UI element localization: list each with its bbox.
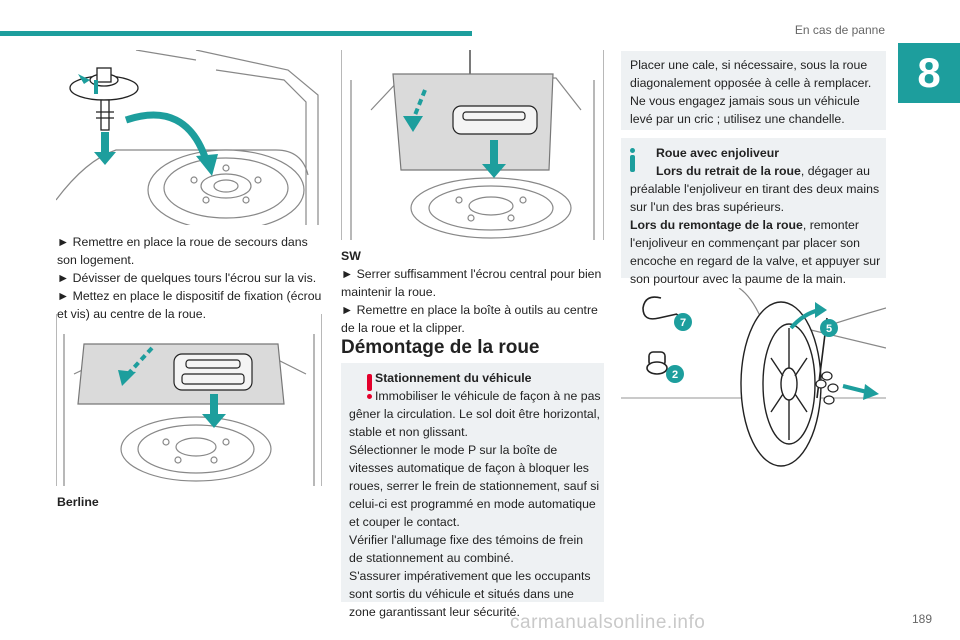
warning-line: celui-ci est programmé en mode automatiq… [349,497,596,511]
info-line: son pourtour avec la paume de la main. [630,272,847,286]
step-item: Remettre en place la boîte à outils au c… [341,301,606,337]
warning-line: de stationnement au combiné. [349,551,514,565]
info-line: sur l'un des bras supérieurs. [630,200,785,214]
warning-line: vitesses automatique de façon à bloquer … [349,461,589,475]
info-box: Roue avec enjoliveur Lors du retrait de … [621,138,886,286]
column2-steps: Serrer suffisamment l'écrou central pour… [341,265,606,337]
warning-line: et couper le contact. [349,515,460,529]
refit-label: Lors du remontage de la roue [630,218,803,232]
header-accent-bar [0,31,472,36]
warning-line: S'assurer impérativement que les occupan… [349,569,591,583]
warning-line: Immobiliser le véhicule de façon à ne pa… [375,389,601,403]
figure-spare-wheel-fixing [56,50,322,225]
watermark: carmanualsonline.info [510,612,706,633]
step-item: Remettre en place la roue de secours dan… [57,233,327,269]
note-line: Placer une cale, si nécessaire, sous la … [630,58,868,72]
refit-text: , remonter [802,218,859,232]
info-line: préalable l'enjoliveur en tirant des deu… [630,182,880,196]
info-title: Roue avec enjoliveur [656,146,780,160]
info-icon [630,148,635,172]
removal-label: Lors du retrait de la roue [656,164,801,178]
warning-line: zone garantissant leur sécurité. [349,605,520,619]
note-line: levé par un cric ; utilisez une chandell… [630,112,845,126]
info-line: l'enjoliveur en commençant par placer so… [630,236,860,250]
warning-line: roues, serrer le frein de stationnement,… [349,479,600,493]
warning-line: stable et non glissant. [349,425,468,439]
section-heading: Démontage de la roue [341,337,540,358]
callout-7: 7 [680,317,686,329]
warning-box: Stationnement du véhicule Immobiliser le… [341,363,604,619]
figure-trunk-berline [56,314,322,486]
note-box: Placer une cale, si nécessaire, sous la … [621,51,886,130]
removal-text: , dégager au [800,164,870,178]
warning-line: sont sortis du véhicule et situés dans u… [349,587,574,601]
warning-title: Stationnement du véhicule [375,371,532,385]
callout-2: 2 [672,369,678,381]
figure-caption-berline: Berline [57,495,99,509]
figure-wheel-removal: 7 5 2 [621,288,886,470]
figure-trunk-sw [341,50,604,240]
warning-line: gêner la circulation. Le sol doit être h… [349,407,600,421]
column1-steps: Remettre en place la roue de secours dan… [57,233,327,323]
section-title: En cas de panne [794,23,885,37]
chapter-number-badge: 8 [898,43,960,103]
step-item: Serrer suffisamment l'écrou central pour… [341,265,606,301]
step-item: Dévisser de quelques tours l'écrou sur l… [57,269,327,287]
callout-5: 5 [826,323,832,335]
warning-line: Vérifier l'allumage fixe des témoins de … [349,533,584,547]
warning-line: Sélectionner le mode P sur la boîte de [349,443,558,457]
page-number: 189 [911,612,932,626]
note-line: diagonalement opposée à celle à remplace… [630,76,872,90]
note-line: Ne vous engagez jamais sous un véhicule [630,94,860,108]
info-line: encoche en regard de la valve, et appuye… [630,254,881,268]
step-item: Mettez en place le dispositif de fixatio… [57,287,327,323]
warning-icon [367,374,372,399]
sw-label: SW [341,249,361,263]
